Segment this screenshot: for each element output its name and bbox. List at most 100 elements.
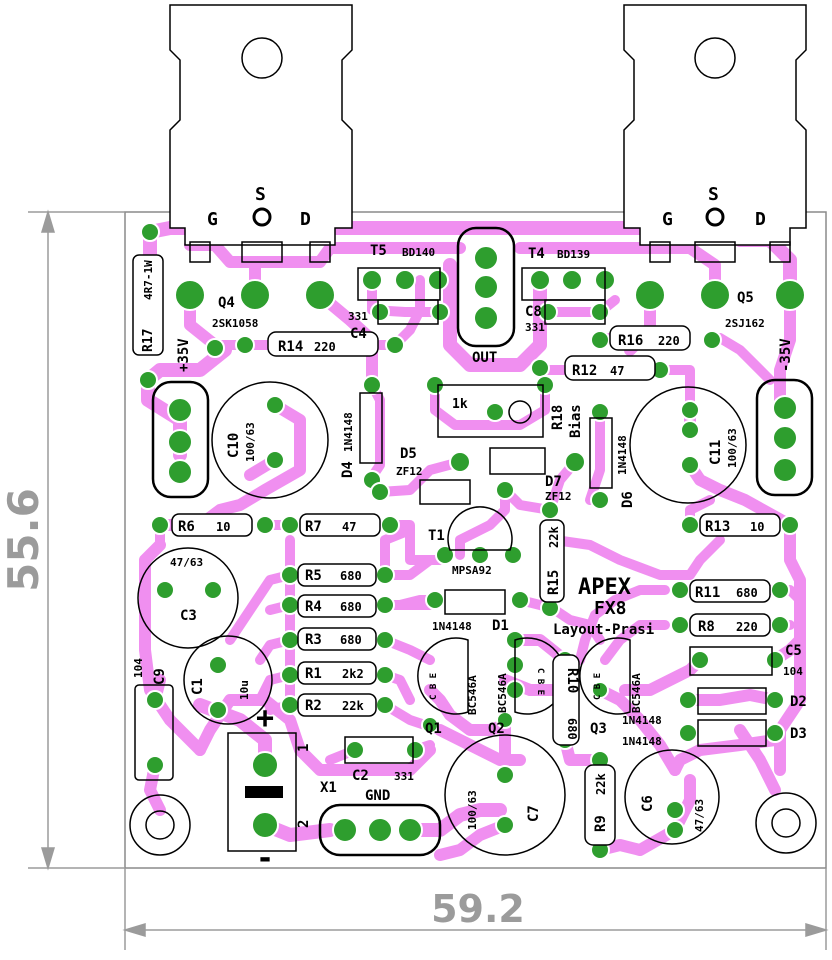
mosfet-q5 bbox=[623, 4, 807, 263]
minus35-label: -35V bbox=[778, 338, 794, 372]
r16-value: 220 bbox=[658, 334, 680, 348]
d3-part: 1N4148 bbox=[622, 735, 662, 748]
pad bbox=[427, 269, 449, 291]
pad bbox=[394, 269, 416, 291]
pad bbox=[780, 515, 800, 535]
pad bbox=[540, 500, 560, 520]
pad bbox=[280, 565, 300, 585]
r17-value: 4R7-1W bbox=[142, 260, 155, 300]
c11-value: 100/63 bbox=[726, 428, 739, 468]
pad bbox=[397, 817, 423, 843]
pad bbox=[503, 545, 523, 565]
d5-part: ZF12 bbox=[396, 465, 423, 478]
r10-label: R10 bbox=[564, 668, 580, 693]
r5-label: R5 bbox=[305, 568, 322, 584]
pad bbox=[496, 711, 514, 729]
c8-label: C8 bbox=[525, 304, 542, 320]
pad bbox=[367, 817, 393, 843]
pad bbox=[510, 590, 530, 610]
q5-drain-label: D bbox=[755, 209, 766, 230]
pad bbox=[590, 490, 610, 510]
pad bbox=[375, 630, 395, 650]
pad bbox=[665, 820, 685, 840]
c4-value: 331 bbox=[348, 310, 368, 323]
pad bbox=[530, 358, 550, 378]
c6-value: 47/63 bbox=[693, 799, 706, 832]
q5-source-label: S bbox=[708, 184, 719, 205]
r4-label: R4 bbox=[305, 599, 322, 615]
pad bbox=[361, 269, 383, 291]
d7-label: D7 bbox=[545, 474, 562, 490]
pad bbox=[665, 800, 685, 820]
r15-value: 22k bbox=[547, 526, 561, 548]
pad bbox=[251, 751, 279, 779]
pad bbox=[670, 615, 690, 635]
title-line1: APEX bbox=[578, 575, 631, 600]
pad bbox=[251, 811, 279, 839]
silkscreen-outlines bbox=[129, 226, 817, 857]
height-dimension bbox=[28, 209, 125, 871]
pad bbox=[591, 681, 609, 699]
pad bbox=[470, 545, 490, 565]
q1-label: Q1 bbox=[425, 721, 442, 737]
pad bbox=[765, 723, 785, 743]
pad bbox=[255, 515, 275, 535]
c9-value: 104 bbox=[132, 658, 145, 678]
r5-value: 680 bbox=[340, 569, 362, 583]
out-label: OUT bbox=[472, 350, 497, 366]
pad bbox=[772, 395, 798, 421]
q5-gate-label: G bbox=[662, 209, 673, 230]
c6-label: C6 bbox=[640, 795, 656, 812]
q5-label: Q5 bbox=[737, 290, 754, 306]
r17-label: R17 bbox=[141, 329, 156, 352]
r15-label: R15 bbox=[546, 570, 562, 595]
r7-label: R7 bbox=[305, 519, 322, 535]
pad bbox=[590, 330, 610, 350]
q4-gate-label: G bbox=[207, 209, 218, 230]
pad bbox=[772, 425, 798, 451]
c7-label: C7 bbox=[526, 805, 542, 822]
gnd-label: GND bbox=[365, 788, 390, 804]
pad bbox=[138, 370, 158, 390]
pad bbox=[680, 420, 700, 440]
r9-label: R9 bbox=[593, 815, 609, 832]
plus35-label: +35V bbox=[176, 338, 192, 372]
t4-label: T4 bbox=[528, 246, 545, 262]
pad bbox=[265, 395, 285, 415]
t5-label: T5 bbox=[370, 243, 387, 259]
pad bbox=[425, 590, 445, 610]
d2-part: 1N4148 bbox=[622, 714, 662, 727]
pad bbox=[167, 397, 193, 423]
pad bbox=[449, 451, 471, 473]
q4-label: Q4 bbox=[218, 295, 235, 311]
pad bbox=[345, 740, 365, 760]
c2-value: 331 bbox=[394, 770, 414, 783]
height-dimension-label: 55.6 bbox=[0, 488, 48, 592]
pad bbox=[680, 455, 700, 475]
q4-source-label: S bbox=[255, 184, 266, 205]
pad bbox=[680, 515, 700, 535]
pad bbox=[678, 690, 698, 710]
r16-label: R16 bbox=[618, 333, 643, 349]
pad bbox=[770, 615, 790, 635]
pad bbox=[167, 429, 193, 455]
r3-value: 680 bbox=[340, 633, 362, 647]
pad bbox=[590, 302, 610, 322]
r14-value: 220 bbox=[314, 340, 336, 354]
pad bbox=[155, 580, 175, 600]
title-line2: FX8 bbox=[594, 598, 627, 619]
r18-label: R18 bbox=[550, 405, 566, 430]
pad bbox=[765, 650, 785, 670]
r2-label: R2 bbox=[305, 698, 322, 714]
r4-value: 680 bbox=[340, 600, 362, 614]
c1-label: C1 bbox=[190, 678, 206, 695]
r10-value: 680 bbox=[565, 718, 579, 740]
c7-value: 100/63 bbox=[466, 790, 479, 830]
r18-value: Bias bbox=[568, 404, 584, 438]
pad bbox=[145, 755, 165, 775]
r11-value: 680 bbox=[736, 586, 758, 600]
pad bbox=[699, 279, 731, 311]
q3-part: BC546A bbox=[630, 673, 643, 713]
